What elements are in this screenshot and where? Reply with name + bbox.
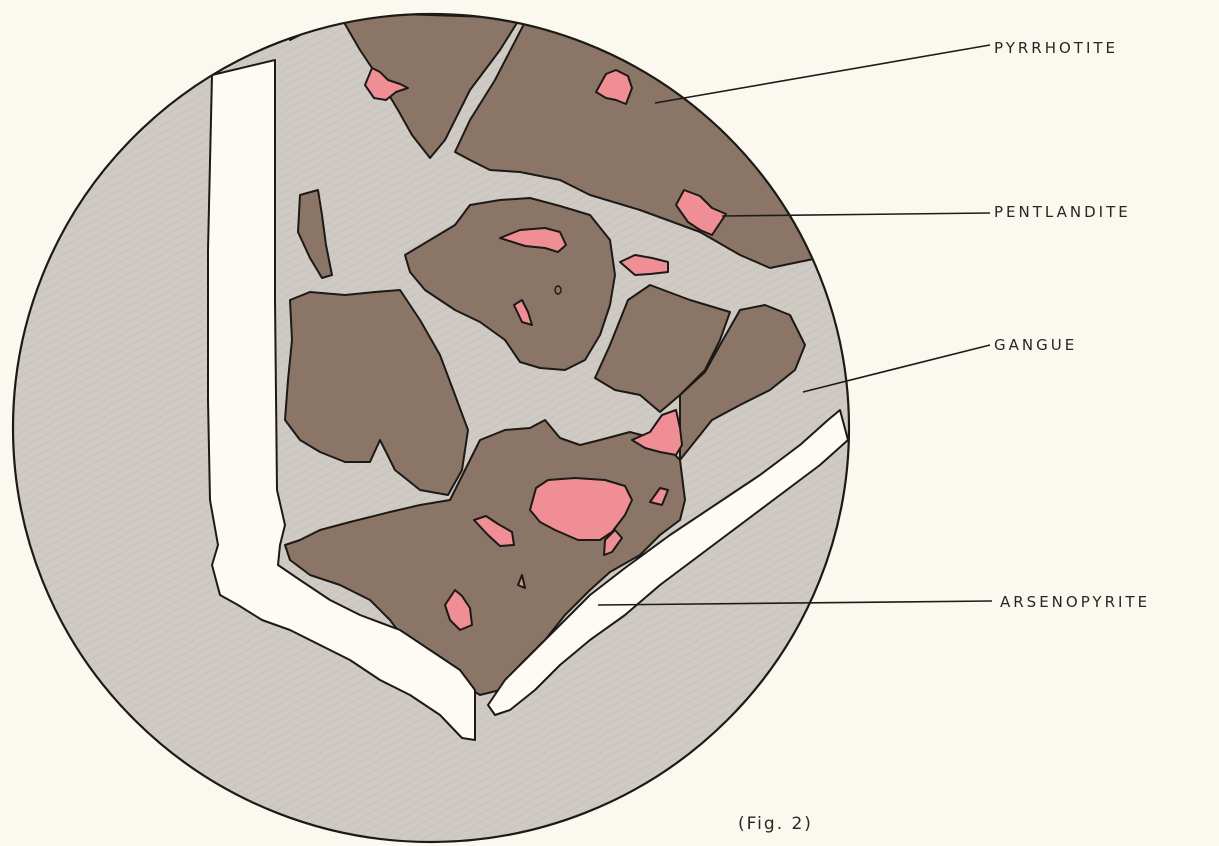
label-gangue: GANGUE bbox=[994, 336, 1077, 354]
label-pyrrhotite: PYRRHOTITE bbox=[994, 39, 1118, 57]
label-arsenopyrite: ARSENOPYRITE bbox=[1000, 593, 1150, 611]
figure-caption: (Fig. 2) bbox=[738, 814, 813, 834]
label-pentlandite: PENTLANDITE bbox=[994, 203, 1131, 221]
